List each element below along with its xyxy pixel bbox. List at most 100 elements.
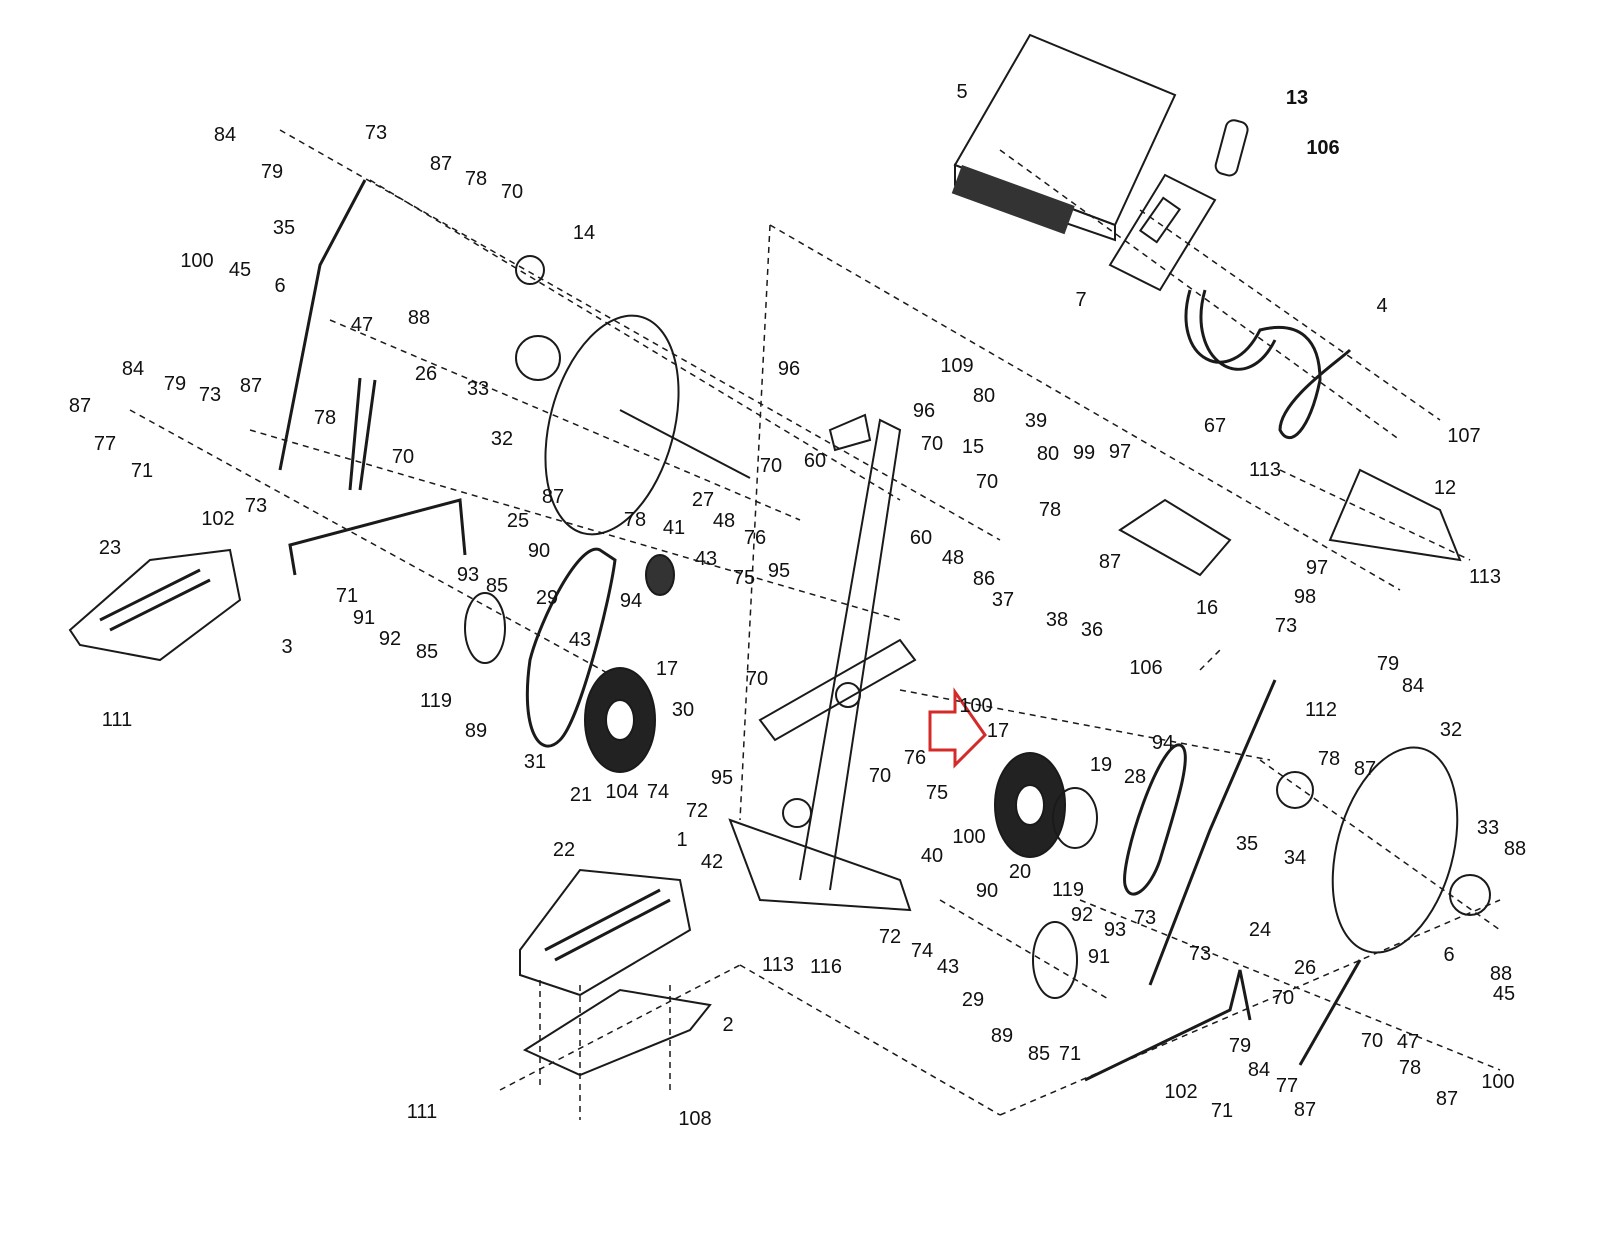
part-number-label: 41 xyxy=(662,517,686,539)
part-number-label: 72 xyxy=(685,800,709,822)
part-number-label: 80 xyxy=(1036,443,1060,465)
part-number-label: 73 xyxy=(1274,615,1298,637)
part-number-label: 6 xyxy=(1443,944,1455,966)
part-number-label: 19 xyxy=(1089,754,1113,776)
part-number-label: 47 xyxy=(1396,1031,1420,1053)
shrouds xyxy=(1118,468,1462,577)
part-number-label: 107 xyxy=(1447,425,1481,447)
part-number-label: 70 xyxy=(975,471,999,493)
part-number-label: 111 xyxy=(101,709,133,731)
part-number-label: 5 xyxy=(956,81,968,103)
pedal-arms xyxy=(278,179,1362,1082)
part-number-label: 94 xyxy=(1151,732,1175,754)
part-number-label: 22 xyxy=(552,839,576,861)
part-number-label: 73 xyxy=(364,122,388,144)
part-number-label: 70 xyxy=(391,446,415,468)
pulleys xyxy=(464,554,1098,999)
part-number-label: 78 xyxy=(623,509,647,531)
part-number-label: 32 xyxy=(1439,719,1463,741)
part-number-label: 3 xyxy=(281,636,293,658)
part-number-label: 71 xyxy=(130,460,154,482)
part-number-label: 86 xyxy=(972,568,996,590)
part-number-label: 78 xyxy=(1038,499,1062,521)
part-number-label: 91 xyxy=(1087,946,1111,968)
part-number-label: 26 xyxy=(1293,957,1317,979)
part-number-label: 87 xyxy=(239,375,263,397)
assembly-dashed-lines xyxy=(129,129,1501,1120)
part-number-label: 119 xyxy=(420,690,452,712)
part-number-label: 23 xyxy=(98,537,122,559)
part-number-label: 21 xyxy=(569,784,593,806)
part-number-label: 94 xyxy=(619,590,643,612)
part-number-label: 109 xyxy=(940,355,974,377)
part-number-label: 78 xyxy=(313,407,337,429)
part-number-label: 38 xyxy=(1045,609,1069,631)
part-number-label: 77 xyxy=(93,433,117,455)
part-number-label: 37 xyxy=(991,589,1015,611)
part-number-label: 48 xyxy=(941,547,965,569)
part-number-label: 90 xyxy=(527,540,551,562)
highlight-arrow xyxy=(928,687,987,769)
part-number-label: 36 xyxy=(1080,619,1104,641)
part-number-label: 95 xyxy=(767,560,791,582)
part-number-label: 70 xyxy=(868,765,892,787)
part-number-label: 43 xyxy=(568,629,592,651)
part-number-label: 76 xyxy=(903,747,927,769)
part-number-label: 43 xyxy=(936,956,960,978)
part-number-label: 40 xyxy=(920,845,944,867)
part-number-label: 73 xyxy=(244,495,268,517)
part-number-label: 39 xyxy=(1024,410,1048,432)
part-number-label: 113 xyxy=(762,954,794,976)
part-number-label: 73 xyxy=(198,384,222,406)
part-number-label: 77 xyxy=(1275,1075,1299,1097)
part-number-label: 87 xyxy=(541,486,565,508)
part-number-label: 12 xyxy=(1433,477,1457,499)
part-number-label: 26 xyxy=(414,363,438,385)
part-number-label: 42 xyxy=(700,851,724,873)
part-number-label: 1 xyxy=(676,829,688,851)
part-number-label: 17 xyxy=(655,658,679,680)
part-number-label: 88 xyxy=(1503,838,1527,860)
part-number-label: 70 xyxy=(759,455,783,477)
part-number-label: 73 xyxy=(1188,943,1212,965)
part-number-label: 92 xyxy=(378,628,402,650)
part-number-label: 70 xyxy=(920,433,944,455)
part-number-label: 70 xyxy=(745,668,769,690)
part-number-label: 84 xyxy=(213,124,237,146)
part-number-label: 97 xyxy=(1305,557,1329,579)
part-number-label: 45 xyxy=(228,259,252,281)
part-number-label: 106 xyxy=(1129,657,1163,679)
part-number-label: 93 xyxy=(456,564,480,586)
part-number-label: 2 xyxy=(722,1014,734,1036)
part-number-label: 87 xyxy=(1293,1099,1317,1121)
part-number-label: 34 xyxy=(1283,847,1307,869)
part-number-label: 88 xyxy=(407,307,431,329)
part-number-label: 71 xyxy=(1058,1043,1082,1065)
part-number-label: 84 xyxy=(1247,1059,1271,1081)
part-number-label: 89 xyxy=(990,1025,1014,1047)
part-number-label: 72 xyxy=(878,926,902,948)
part-number-label: 89 xyxy=(464,720,488,742)
part-number-label: 33 xyxy=(466,378,490,400)
part-number-label: 33 xyxy=(1476,817,1500,839)
part-number-label: 96 xyxy=(777,358,801,380)
part-number-label: 6 xyxy=(274,275,286,297)
part-number-label: 48 xyxy=(712,510,736,532)
part-number-label: 79 xyxy=(1228,1035,1252,1057)
part-number-label: 60 xyxy=(803,450,827,472)
part-number-label: 29 xyxy=(961,989,985,1011)
part-number-label: 78 xyxy=(464,168,488,190)
part-number-label: 75 xyxy=(732,567,756,589)
part-number-label: 87 xyxy=(1098,551,1122,573)
part-number-label: 79 xyxy=(163,373,187,395)
part-number-label: 111 xyxy=(406,1101,438,1123)
part-number-label: 70 xyxy=(500,181,524,203)
part-number-label: 96 xyxy=(912,400,936,422)
part-number-label: 108 xyxy=(678,1108,712,1130)
part-number-label: 98 xyxy=(1293,586,1317,608)
part-number-label: 85 xyxy=(485,575,509,597)
part-number-label: 35 xyxy=(1235,833,1259,855)
part-number-label: 70 xyxy=(1271,987,1295,1009)
part-number-label: 100 xyxy=(959,695,993,717)
